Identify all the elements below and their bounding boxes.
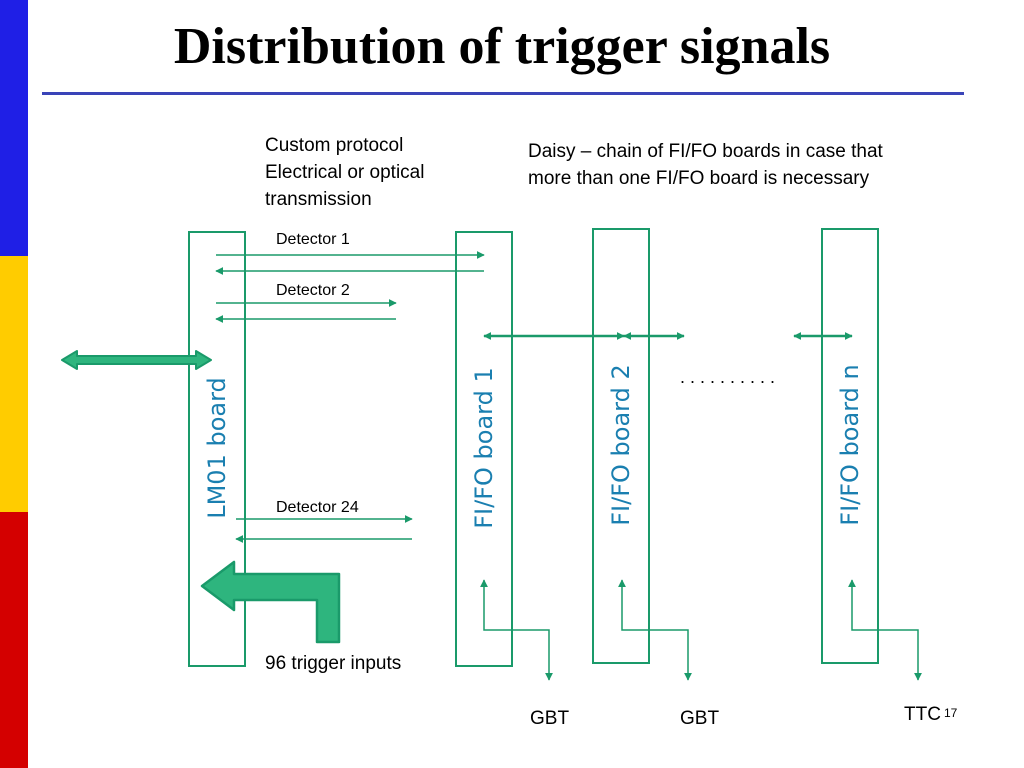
detector-2-label: Detector 2 — [276, 282, 350, 299]
note-line: more than one FI/FO board is necessary — [528, 168, 870, 189]
external-double-arrow — [61, 350, 212, 370]
title-underline — [42, 92, 964, 95]
page-number: 17 — [944, 706, 958, 720]
note-line: Custom protocol — [265, 135, 404, 156]
detector-24-label: Detector 24 — [276, 499, 359, 516]
gbt-2-label: GBT — [680, 708, 720, 729]
trigger-inputs-arrow — [200, 560, 341, 644]
slide-title: Distribution of trigger signals — [173, 18, 831, 75]
sidebar-stripe-blue — [0, 0, 28, 256]
ttc-link — [848, 579, 922, 681]
gbt-2-link — [618, 579, 692, 681]
gbt-1-label: GBT — [530, 708, 570, 729]
note-line: transmission — [265, 189, 372, 210]
sidebar-stripe-yellow — [0, 256, 28, 512]
detector-1-label: Detector 1 — [276, 231, 350, 248]
sidebar-stripe-red — [0, 512, 28, 768]
note-line: Electrical or optical — [265, 162, 425, 183]
trigger-inputs-label: 96 trigger inputs — [265, 653, 402, 674]
note-line: Daisy – chain of FI/FO boards in case th… — [528, 141, 883, 162]
daisy-chain-note: Daisy – chain of FI/FO boards in case th… — [528, 138, 883, 192]
custom-protocol-note: Custom protocol Electrical or optical tr… — [265, 132, 424, 213]
ttc-label: TTC — [904, 704, 941, 725]
chain-ellipsis: . . . . . . . . . . — [680, 367, 776, 387]
gbt-1-link — [480, 579, 553, 681]
